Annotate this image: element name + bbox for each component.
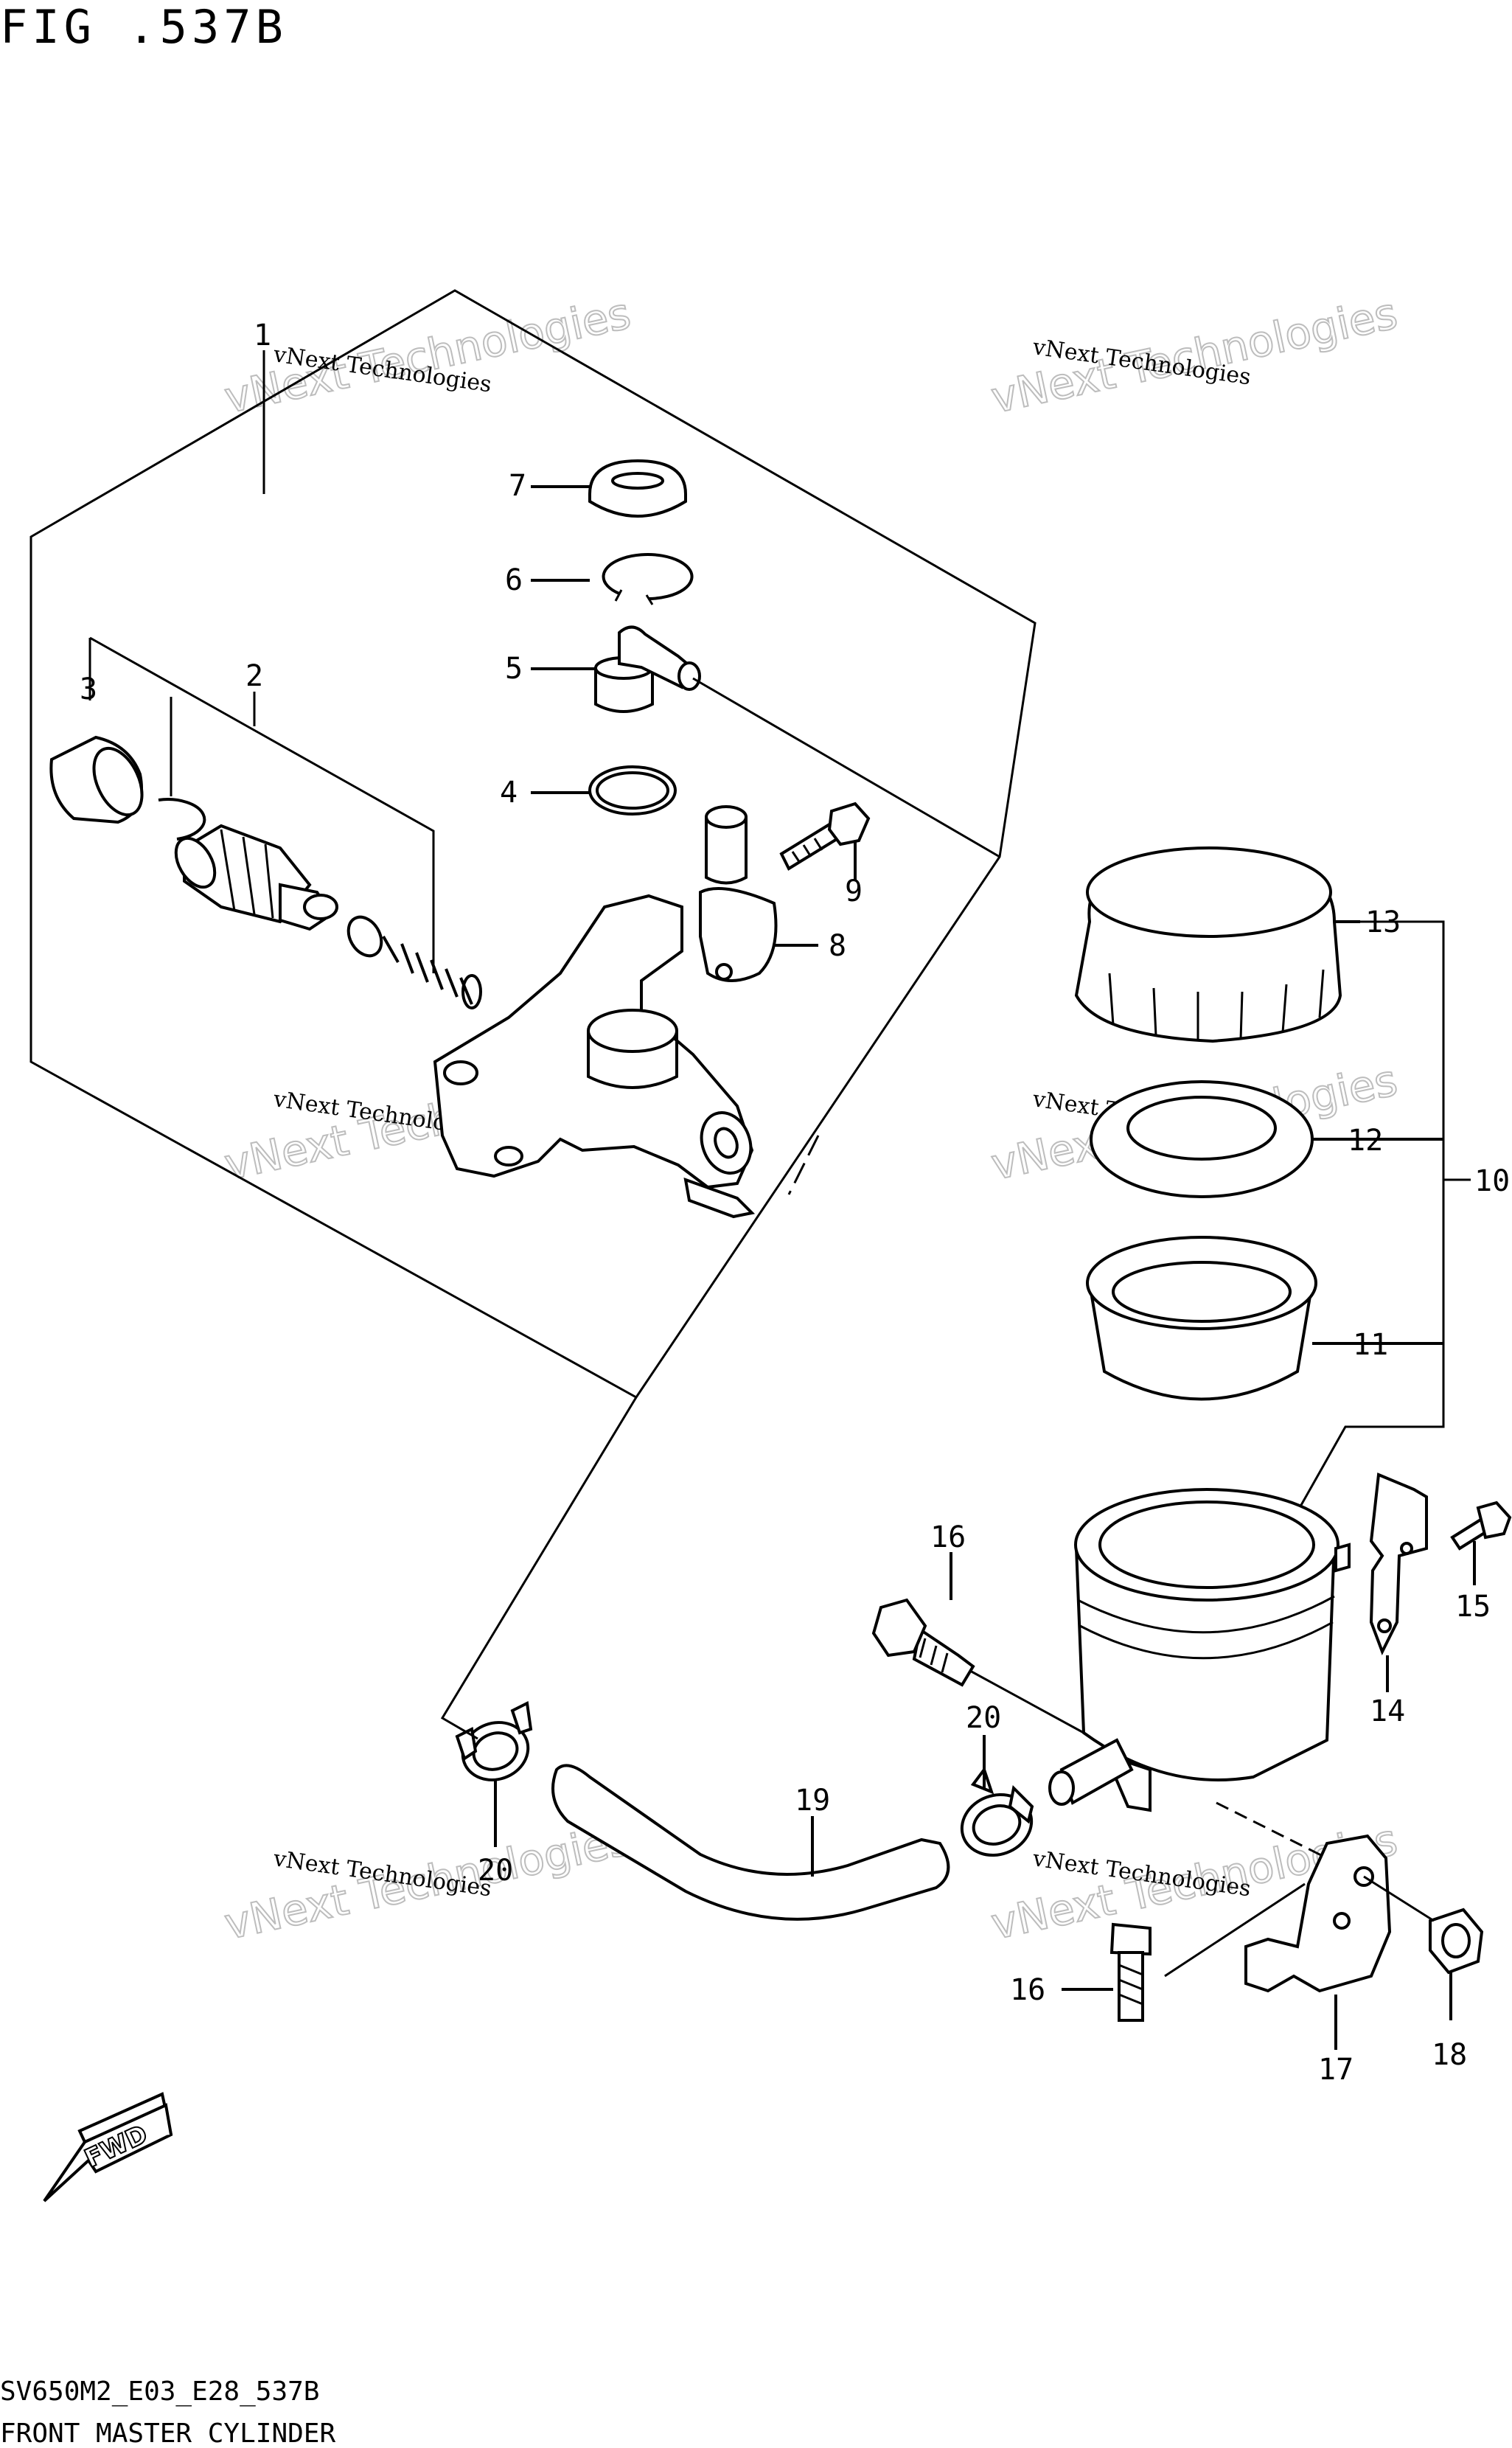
bracket-2 xyxy=(89,636,435,973)
part-14-bracket xyxy=(1369,1472,1428,1655)
callout-1: 1 xyxy=(254,319,271,352)
callout-2: 2 xyxy=(245,659,263,693)
figure-caption: FRONT MASTER CYLINDER xyxy=(0,2419,335,2448)
callout-5: 5 xyxy=(505,652,523,686)
part-16-bolt-lower xyxy=(1109,1922,1152,2022)
watermark-top-left: vNext Technologies vNext Technologies xyxy=(220,288,635,424)
callout-6: 6 xyxy=(505,563,523,597)
part-6-circlip xyxy=(602,553,694,605)
part-12-plate xyxy=(1090,1080,1314,1198)
callout-18: 18 xyxy=(1432,2038,1467,2072)
callout-17: 17 xyxy=(1318,2053,1354,2087)
leader-16-upper xyxy=(961,1665,1084,1734)
leader-18-axis xyxy=(1363,1875,1435,1922)
callout-13: 13 xyxy=(1365,905,1401,939)
drawing-code: SV650M2_E03_E28_537B xyxy=(0,2376,319,2407)
callout-4: 4 xyxy=(500,776,518,810)
bracket-10 xyxy=(1296,920,1445,1512)
callout-16-lower: 16 xyxy=(1010,1973,1045,2007)
watermark-top-right: vNext Technologies vNext Technologies xyxy=(986,288,1402,424)
reservoir-tank xyxy=(1048,1488,1351,1812)
callout-3: 3 xyxy=(80,672,97,706)
part-20-clamp-left xyxy=(455,1700,533,1781)
callout-12: 12 xyxy=(1348,1124,1383,1158)
part-2-piston-set xyxy=(158,798,482,1009)
part-15-screw xyxy=(1450,1501,1512,1551)
master-cylinder-body xyxy=(433,894,756,1219)
leader-hose-route xyxy=(440,1397,638,1740)
callout-14: 14 xyxy=(1370,1694,1405,1728)
part-19-hose xyxy=(551,1764,950,1921)
callout-16-upper: 16 xyxy=(930,1520,966,1554)
part-4-oring xyxy=(588,765,677,816)
watermark-bottom-left: vNext Technologies vNext Technologies xyxy=(220,1814,635,1950)
part-5-connector xyxy=(594,625,701,713)
part-11-diaphragm xyxy=(1086,1236,1317,1401)
fwd-arrow: FWD xyxy=(43,2092,173,2202)
part-9-bolt xyxy=(779,801,871,871)
part-13-reservoir-cap xyxy=(1074,846,1342,1043)
leader-5-hose xyxy=(692,677,1000,858)
part-17-mount-bracket xyxy=(1244,1834,1392,1993)
leader-17-bolt xyxy=(1164,1882,1306,1978)
callout-20-right: 20 xyxy=(966,1701,1001,1735)
callout-11: 11 xyxy=(1353,1328,1388,1362)
part-20-clamp-right xyxy=(960,1766,1034,1857)
hidden-line xyxy=(787,1135,820,1195)
part-7-cap xyxy=(588,459,687,518)
part-8-holder xyxy=(699,805,778,982)
callout-15: 15 xyxy=(1455,1590,1491,1624)
callout-19: 19 xyxy=(795,1784,830,1818)
part-16-bolt-upper xyxy=(871,1598,975,1687)
figure-title: FIG .537B xyxy=(0,0,288,54)
callout-7: 7 xyxy=(509,469,526,503)
callout-20-left: 20 xyxy=(478,1854,513,1888)
callout-9: 9 xyxy=(845,874,863,908)
callout-labels: 1 2 3 4 5 6 7 8 9 10 11 12 13 14 15 16 1… xyxy=(80,319,1510,2087)
part-18-nut xyxy=(1429,1908,1484,1975)
callout-10: 10 xyxy=(1474,1164,1510,1198)
callout-8: 8 xyxy=(829,929,846,963)
part-3-boot xyxy=(49,735,144,824)
